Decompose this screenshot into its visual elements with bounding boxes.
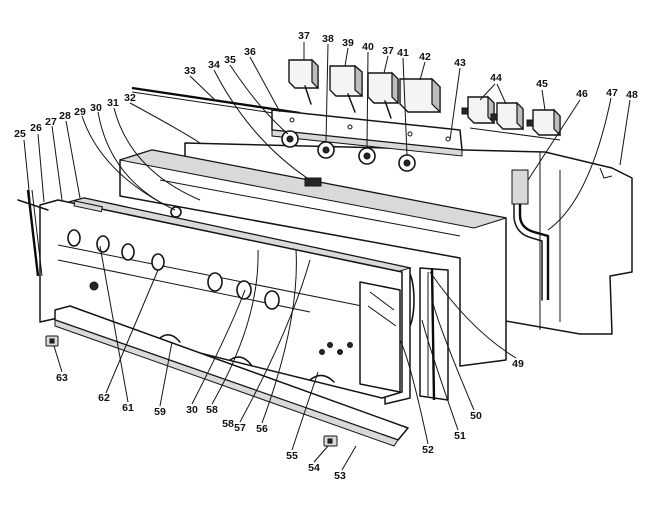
callout-27: 27 — [45, 116, 57, 128]
callout-36: 36 — [244, 46, 256, 58]
callout-41: 41 — [397, 47, 409, 59]
clip-54 — [323, 435, 338, 447]
callout-37-b: 37 — [382, 45, 394, 57]
callout-26: 26 — [30, 122, 42, 134]
callout-34: 34 — [208, 59, 220, 71]
gear-38 — [317, 141, 335, 159]
callout-44: 44 — [490, 72, 502, 84]
callout-50: 50 — [470, 410, 482, 422]
clock-window — [359, 281, 401, 393]
callout-58-b: 58 — [206, 404, 218, 416]
callout-30-top: 30 — [90, 102, 102, 114]
callout-57: 57 — [234, 422, 246, 434]
callout-45: 45 — [536, 78, 548, 90]
switch-block-42 — [399, 77, 441, 114]
callout-37-a: 37 — [298, 30, 310, 42]
callout-47: 47 — [606, 87, 618, 99]
callout-38: 38 — [322, 33, 334, 45]
callout-labels: 25 26 27 28 29 30 31 32 33 34 35 36 37 3… — [14, 30, 638, 482]
callout-31: 31 — [107, 97, 119, 109]
control-panel-face — [39, 199, 403, 399]
callout-32: 32 — [124, 92, 136, 104]
callout-48: 48 — [626, 89, 638, 101]
callout-63: 63 — [56, 372, 68, 384]
lower-trim-bar — [54, 305, 409, 447]
leader-lines — [23, 42, 631, 471]
gear-35 — [281, 130, 299, 148]
pushbutton-switches — [461, 95, 561, 141]
callout-51: 51 — [454, 430, 466, 442]
switch-block-37b — [367, 71, 399, 119]
callout-28: 28 — [59, 110, 71, 122]
callout-25: 25 — [14, 128, 26, 140]
callout-56: 56 — [256, 423, 268, 435]
gear-40 — [358, 147, 376, 165]
gear-41 — [398, 154, 416, 172]
timer-gears — [281, 130, 416, 172]
switch-block-39 — [329, 64, 363, 113]
wiring-harness — [511, 169, 550, 301]
callout-42: 42 — [419, 51, 431, 63]
callout-39: 39 — [342, 37, 354, 49]
housing-latch — [304, 177, 322, 187]
callout-49: 49 — [512, 358, 524, 370]
callout-61: 61 — [122, 402, 134, 414]
callout-40: 40 — [362, 41, 374, 53]
callout-53: 53 — [334, 470, 346, 482]
callout-43: 43 — [454, 57, 466, 69]
indicator-light — [89, 281, 99, 291]
callout-30-bottom: 30 — [186, 404, 198, 416]
left-trim-strip — [17, 189, 49, 277]
clip-63 — [45, 335, 59, 347]
callout-52: 52 — [422, 444, 434, 456]
callout-62: 62 — [98, 392, 110, 404]
switch-block-37a — [288, 58, 319, 105]
callout-58-a: 58 — [222, 418, 234, 430]
callout-59: 59 — [154, 406, 166, 418]
callout-33: 33 — [184, 65, 196, 77]
control-knobs — [67, 229, 280, 310]
callout-35: 35 — [224, 54, 236, 66]
callout-46: 46 — [576, 88, 588, 100]
callout-29: 29 — [74, 106, 86, 118]
callout-55: 55 — [286, 450, 298, 462]
clock-controls — [309, 342, 353, 383]
callout-54: 54 — [308, 462, 320, 474]
